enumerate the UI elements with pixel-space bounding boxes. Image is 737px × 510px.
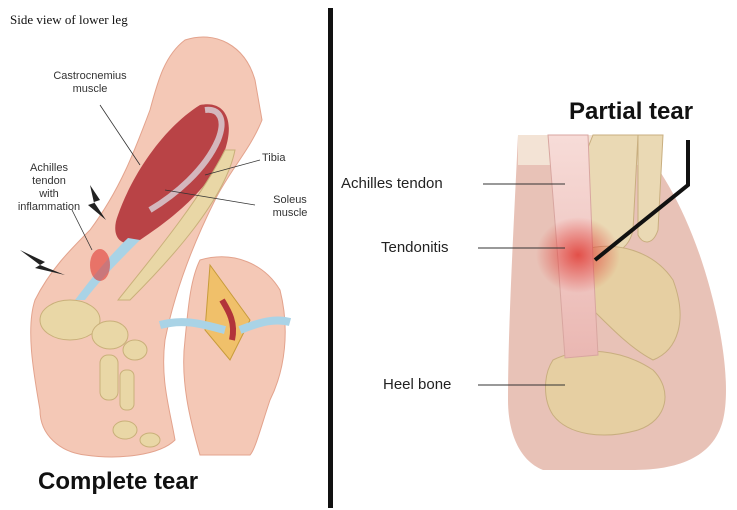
achilles-label: Achilles tendon with inflammation [6, 162, 92, 214]
complete-tear-panel: Side view of lower leg Castrocnemius mus… [0, 0, 328, 510]
heel-bone-label: Heel bone [383, 376, 451, 393]
partial-tear-caption: Partial tear [569, 98, 693, 126]
partial-tear-panel: Partial tear Achilles tendon Tendonitis … [333, 0, 737, 510]
tendonitis-label: Tendonitis [381, 239, 449, 256]
complete-tear-caption: Complete tear [38, 468, 198, 496]
achilles-tendon-label: Achilles tendon [341, 175, 443, 192]
soleus-label: Soleus muscle [262, 194, 318, 220]
gastrocnemius-label: Castrocnemius muscle [40, 70, 140, 96]
panel-heading: Side view of lower leg [10, 12, 128, 28]
tibia-label: Tibia [262, 152, 285, 165]
